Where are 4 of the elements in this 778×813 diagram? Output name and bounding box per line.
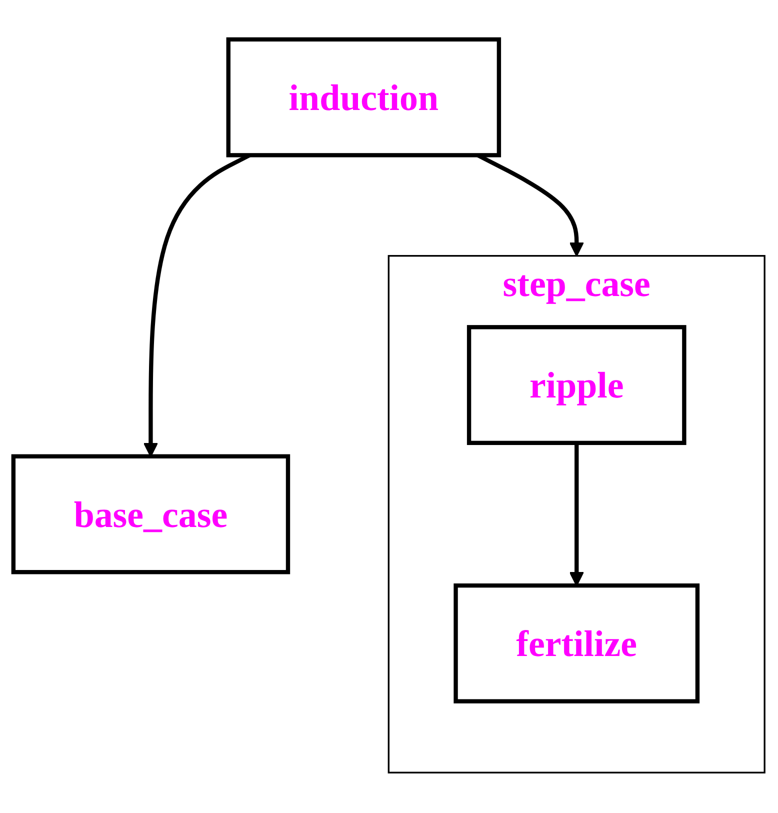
node-box: induction: [226, 38, 502, 158]
node-box: ripple: [466, 326, 686, 446]
node-box: base_case: [11, 454, 290, 575]
node-box: fertilize: [454, 584, 700, 704]
